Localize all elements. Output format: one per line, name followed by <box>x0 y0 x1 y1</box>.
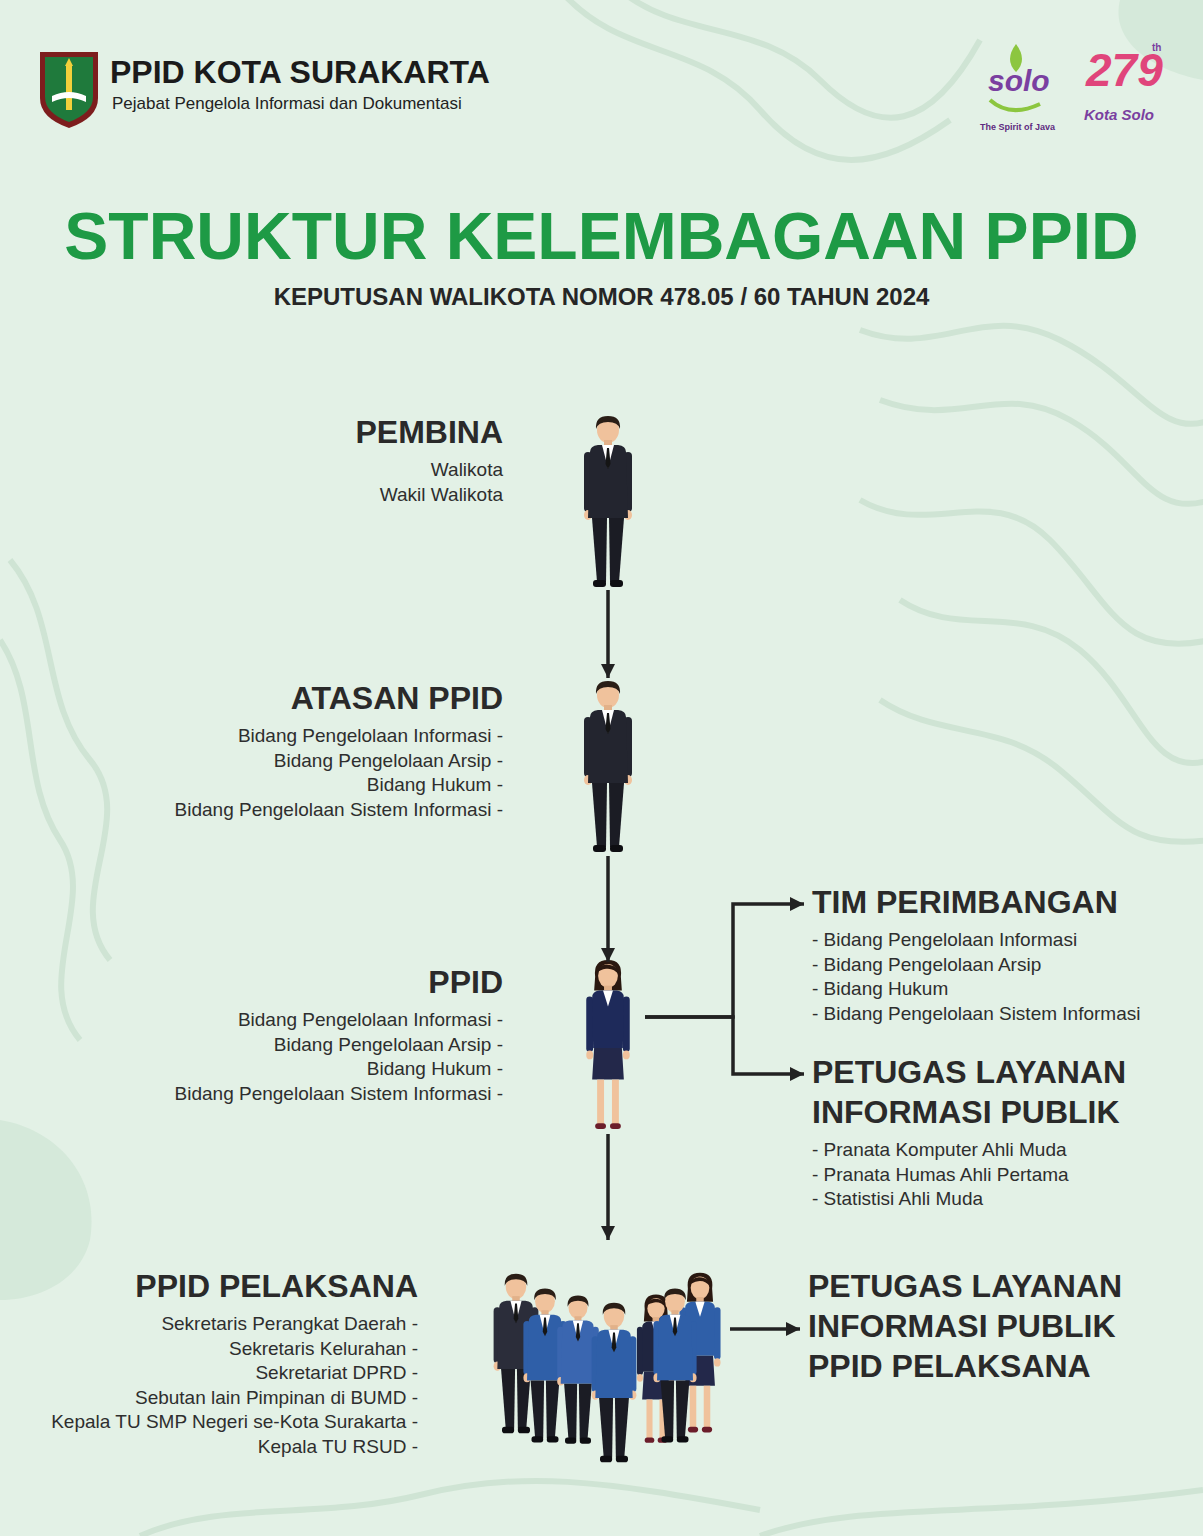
role-group: PETUGAS LAYANAN INFORMASI PUBLIK - Pranat… <box>804 1052 1197 1212</box>
wave <box>140 1481 760 1536</box>
role-heading: PPID <box>100 962 503 1002</box>
role-member: - Pranata Humas Ahli Pertama <box>812 1163 1197 1188</box>
role-member: Wakil Walikota <box>300 483 503 508</box>
role-group: PPIDBidang Pengelolaan Informasi -Bidang… <box>100 962 645 1134</box>
role-member: Sekretaris Kelurahan - <box>10 1337 418 1362</box>
role-group: TIM PERIMBANGAN - Bidang Pengelolaan Info… <box>804 882 1197 1026</box>
role-member: Bidang Pengelolaan Arsip - <box>100 749 503 774</box>
background-blob <box>0 1120 92 1300</box>
role-heading: ATASAN PPID <box>100 678 503 718</box>
role-group: ATASAN PPID Bidang Pengelolaan Informasi … <box>100 678 645 856</box>
role-heading: PETUGAS LAYANAN INFORMASI PUBLIK PPID PE… <box>808 1266 1180 1386</box>
logo-text: Kota Solo <box>1084 106 1154 123</box>
role-member: Bidang Pengelolaan Informasi - <box>100 1008 503 1033</box>
role-member: Kepala TU SMP Negeri se-Kota Surakarta - <box>10 1410 418 1435</box>
shield <box>40 52 98 128</box>
shield-inner <box>45 57 93 122</box>
wave <box>860 500 1203 644</box>
wave <box>880 700 1203 842</box>
role-group: PEMBINA WalikotaWakil Walikota <box>300 412 645 590</box>
role-heading: TIM PERIMBANGAN <box>812 882 1197 922</box>
header-name: PPID KOTA SURAKARTA <box>110 54 490 91</box>
emblem-wave <box>52 92 86 102</box>
role-member: Bidang Pengelolaan Sistem Informasi - <box>100 1082 503 1107</box>
person-figure <box>586 960 630 1129</box>
role-member: Bidang Pengelolaan Informasi - <box>100 724 503 749</box>
flow-arrow <box>606 590 610 678</box>
role-member: Bidang Hukum - <box>100 773 503 798</box>
role-member: Sekretariat DPRD - <box>10 1361 418 1386</box>
wave <box>620 0 980 118</box>
role-member: Bidang Pengelolaan Arsip - <box>100 1033 503 1058</box>
swoosh <box>990 100 1040 110</box>
emblem-pillar <box>66 64 72 110</box>
wave <box>900 600 1203 763</box>
wave <box>0 640 80 1040</box>
flow-arrow <box>645 1017 804 1074</box>
wave <box>560 0 950 160</box>
person-figure <box>592 1303 637 1463</box>
role-member: Sekretaris Perangkat Daerah - <box>10 1312 418 1337</box>
role-member: Walikota <box>300 458 503 483</box>
header-subtitle: Pejabat Pengelola Informasi dan Dokument… <box>112 94 462 114</box>
diagram-caption: KEPUTUSAN WALIKOTA NOMOR 478.05 / 60 TAH… <box>0 282 1203 312</box>
role-member: Bidang Pengelolaan Sistem Informasi - <box>100 798 503 823</box>
anniversary-number: 279 <box>1086 44 1163 97</box>
role-member: - Bidang Hukum <box>812 977 1197 1002</box>
role-member: - Statistisi Ahli Muda <box>812 1187 1197 1212</box>
flow-arrow <box>606 856 610 962</box>
person-figure <box>653 1289 696 1443</box>
role-member: Sebutan lain Pimpinan di BUMD - <box>10 1386 418 1411</box>
person-figure <box>584 416 632 587</box>
role-member: - Bidang Pengelolaan Arsip <box>812 953 1197 978</box>
wave <box>880 400 1203 504</box>
role-member: - Bidang Pengelolaan Informasi <box>812 928 1197 953</box>
anniversary-suffix: th <box>1152 42 1161 54</box>
role-group: PPID PELAKSANA Sekretaris Perangkat Daera… <box>10 1240 730 1476</box>
role-group: PETUGAS LAYANAN INFORMASI PUBLIK PPID PE… <box>800 1266 1180 1392</box>
role-member: - Bidang Pengelolaan Sistem Informasi <box>812 1002 1197 1027</box>
logo-tagline: The Spirit of Java <box>980 122 1055 132</box>
flow-arrow <box>645 904 804 1017</box>
role-heading: PPID PELAKSANA <box>10 1266 418 1306</box>
crowd-figure <box>494 1273 721 1463</box>
emblem-top <box>65 58 73 66</box>
logo-text: solo <box>988 64 1050 99</box>
role-member: - Pranata Komputer Ahli Muda <box>812 1138 1197 1163</box>
role-member: Bidang Hukum - <box>100 1057 503 1082</box>
wave <box>760 1490 1203 1536</box>
diagram-title: STRUKTUR KELEMBAGAAN PPID <box>0 196 1203 276</box>
flow-arrow <box>730 1327 800 1331</box>
wave <box>10 560 110 960</box>
role-heading: PETUGAS LAYANAN INFORMASI PUBLIK <box>812 1052 1197 1132</box>
person-figure <box>584 681 632 852</box>
flow-arrow <box>606 1134 610 1240</box>
role-member: Kepala TU RSUD - <box>10 1435 418 1460</box>
city-emblem <box>40 52 98 128</box>
role-heading: PEMBINA <box>300 412 503 452</box>
